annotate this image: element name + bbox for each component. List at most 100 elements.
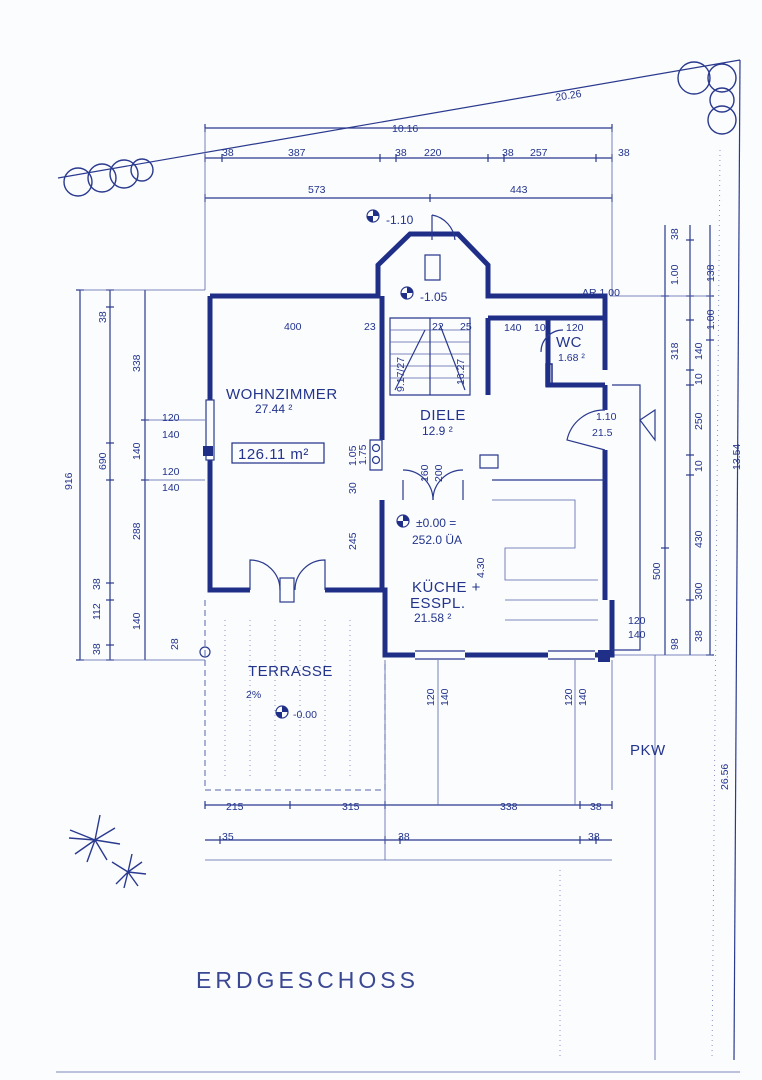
dim-int-k4: 245	[347, 532, 359, 550]
dim-left-total: 916	[63, 472, 75, 490]
dim-top-d7: 38	[618, 147, 630, 159]
level-main-abs: 252.0 ÜA	[412, 533, 462, 547]
room-label-terrasse: TERRASSE	[248, 663, 333, 680]
room-area-wc: 1.68 ²	[558, 352, 585, 364]
room-label-wc: WC	[556, 334, 582, 351]
dim-bottom-side: 26.56	[719, 764, 731, 790]
dim-bottom-c1: 215	[226, 801, 244, 813]
dim-int-s1: 22	[432, 321, 444, 333]
dim-top-w2: 443	[510, 184, 528, 196]
dim-int-k1: 1.05	[347, 445, 359, 466]
total-area-box	[231, 442, 325, 464]
bottom-dimensions	[204, 660, 613, 861]
dim-right-r17: 13.54	[731, 444, 743, 470]
level-main: ±0.00 =	[416, 516, 456, 530]
dim-right-r13: 120	[628, 615, 646, 627]
dim-int-stair-b: 16.27	[455, 359, 467, 385]
dim-left-w2: 140	[162, 429, 180, 441]
dim-bottom-c4: 38	[590, 801, 602, 813]
level-terrace: -0.00	[293, 709, 317, 721]
level-stair: -1.05	[420, 290, 448, 304]
dim-left-d: 288	[131, 522, 143, 540]
dim-right-ar: AR 1.00	[582, 287, 620, 299]
dim-right-door2: 21.5	[592, 427, 613, 439]
dim-right-r9: 500	[651, 562, 663, 580]
bushes-top-left	[63, 158, 154, 197]
dim-int-door1: 160	[419, 464, 431, 482]
room-label-diele: DIELE	[420, 407, 466, 424]
room-area-wohnzimmer: 27.44 ²	[255, 402, 292, 416]
dim-top-d2: 387	[288, 147, 306, 159]
dim-right-r5: 10	[693, 373, 705, 385]
dim-int-wc-a: 140	[504, 322, 522, 334]
dim-right-r7: 10	[693, 460, 705, 472]
dim-top-d1: 38	[222, 147, 234, 159]
left-dimensions	[76, 289, 205, 661]
dim-right-r4: 140	[693, 342, 705, 360]
dim-left-w3: 120	[162, 466, 180, 478]
drawing-title: ERDGESCHOSS	[196, 967, 419, 993]
dim-right-r2: 1.00	[669, 264, 681, 285]
dim-int-k2: 1.75	[357, 444, 369, 465]
dim-left-g: 38	[91, 643, 103, 655]
dim-right-r12: 98	[669, 638, 681, 650]
room-area-diele: 12.9 ²	[422, 424, 453, 438]
dim-top-diag: 20.26	[555, 88, 583, 104]
dim-bottom-e3: 38	[588, 831, 600, 843]
dim-left-h: 28	[169, 638, 181, 650]
dim-top-total: 10.16	[392, 123, 418, 135]
site-boundary	[56, 59, 741, 1073]
dim-right-r6: 250	[693, 412, 705, 430]
dim-bottom-c3: 338	[500, 801, 518, 813]
dim-right-r11: 38	[693, 630, 705, 642]
stair	[389, 254, 471, 396]
dim-int-wz-width: 400	[284, 321, 302, 333]
dim-left-w4: 140	[162, 482, 180, 494]
terrace	[199, 600, 386, 791]
dim-int-k3: 30	[347, 482, 359, 494]
room-area-kueche: 21.58 ²	[414, 611, 451, 625]
total-area-label: 126.11 m²	[238, 446, 309, 463]
dim-int-wc-c: 120	[566, 322, 584, 334]
dim-top-d4: 220	[424, 147, 442, 159]
dim-left-j: 140	[131, 612, 143, 630]
dim-int-stair-a: 9.17/27	[395, 357, 407, 392]
top-dimensions	[204, 124, 613, 295]
dim-left-w1: 120	[162, 412, 180, 424]
dim-right-r16: 1.00	[705, 309, 717, 330]
doors	[249, 214, 656, 651]
dim-right-r14: 140	[628, 629, 646, 641]
dim-bottom-b2: 140	[439, 688, 451, 706]
dim-right-r1: 38	[669, 228, 681, 240]
right-dimensions	[610, 225, 714, 656]
room-label-kueche: KÜCHE +	[412, 578, 481, 596]
walls	[207, 231, 615, 658]
dim-right-r15: 138	[705, 264, 717, 282]
room-label-wohnzimmer: WOHNZIMMER	[226, 386, 338, 403]
kitchen-fixtures	[369, 439, 598, 621]
dim-left-i: 140	[131, 442, 143, 460]
dim-int-wall1: 23	[364, 321, 376, 333]
dim-left-e: 38	[91, 578, 103, 590]
dim-bottom-c2: 315	[342, 801, 360, 813]
pkw-label: PKW	[630, 742, 666, 759]
dim-right-r10: 300	[693, 582, 705, 600]
dim-top-d6: 257	[530, 147, 548, 159]
dim-int-door2: 200	[433, 464, 445, 482]
windows	[203, 363, 610, 662]
dim-left-a: 38	[97, 311, 109, 323]
dim-left-f: 112	[91, 603, 103, 620]
terrace-slope: 2%	[246, 689, 261, 701]
dim-bottom-b4: 140	[577, 688, 589, 706]
driveway	[559, 655, 656, 1060]
dim-int-s2: 25	[460, 321, 472, 333]
shrub-symbol	[68, 814, 147, 889]
dim-left-b: 338	[131, 354, 143, 372]
dim-int-wc-b: 10	[534, 322, 546, 334]
dim-bottom-b1: 120	[425, 688, 437, 706]
level-marker-symbols	[275, 209, 414, 719]
dim-right-r8: 430	[693, 530, 705, 548]
dim-int-k5: 4.30	[475, 557, 487, 578]
room-label-esspl: ESSPL.	[410, 595, 466, 612]
level-entrance: -1.10	[386, 213, 414, 227]
